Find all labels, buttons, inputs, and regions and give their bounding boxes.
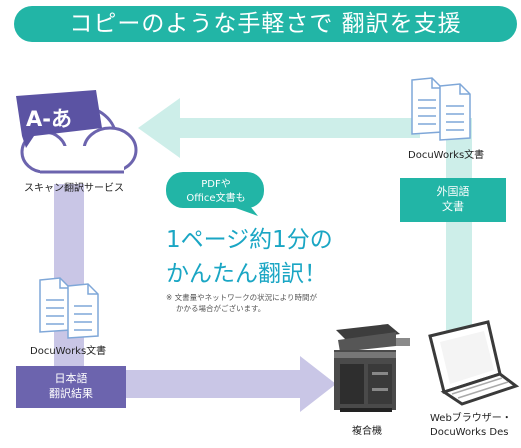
foreign-label-line1: 外国語 [436,185,470,198]
speech-bubble [166,172,264,216]
mfp-label: 複合機 [352,426,382,437]
cloud-logo-text: A-あ [26,107,72,131]
arrow-to-service [138,98,420,158]
japanese-label-line2: 翻訳結果 [49,387,93,400]
docuworks-top-label: DocuWorks文書 [408,150,485,161]
web-label-line2: DocuWorks Des [430,427,509,438]
bubble-line2: Office文書も [186,193,246,204]
headline-line2: かんたん翻訳！ [166,261,327,287]
document-icon-left [39,277,99,339]
docuworks-left-label: DocuWorks文書 [30,346,107,357]
service-label: スキャン翻訳サービス [24,183,124,194]
bubble-text: PDFや Office文書も [176,178,256,206]
translate-logo-icon [16,90,102,148]
banner-title: コピーのような手軽さで 翻訳を支援 [14,6,517,42]
foreign-document-box [400,178,506,222]
headline-line1: 1ページ約1分の [166,227,333,253]
mfp-icon [334,324,410,412]
japanese-result-box [16,366,126,408]
bubble-line1: PDFや [201,179,231,190]
foreign-document-label: 外国語 文書 [400,184,506,214]
japanese-result-label: 日本語 翻訳結果 [16,371,126,401]
laptop-icon [428,320,520,406]
note-line1: ※ 文書量やネットワークの状況により時間が [166,293,318,302]
arrow-vertical-right [446,118,472,340]
document-icon-top [411,77,471,141]
note-line2: かかる場合がございます。 [176,304,266,313]
japanese-label-line1: 日本語 [54,372,88,385]
disclaimer-note: ※ 文書量やネットワークの状況により時間が かかる場合がございます。 [166,292,391,314]
web-label: Webブラウザー・ DocuWorks Des [430,412,521,440]
foreign-label-line2: 文書 [442,200,464,213]
web-label-line1: Webブラウザー・ [430,413,512,424]
